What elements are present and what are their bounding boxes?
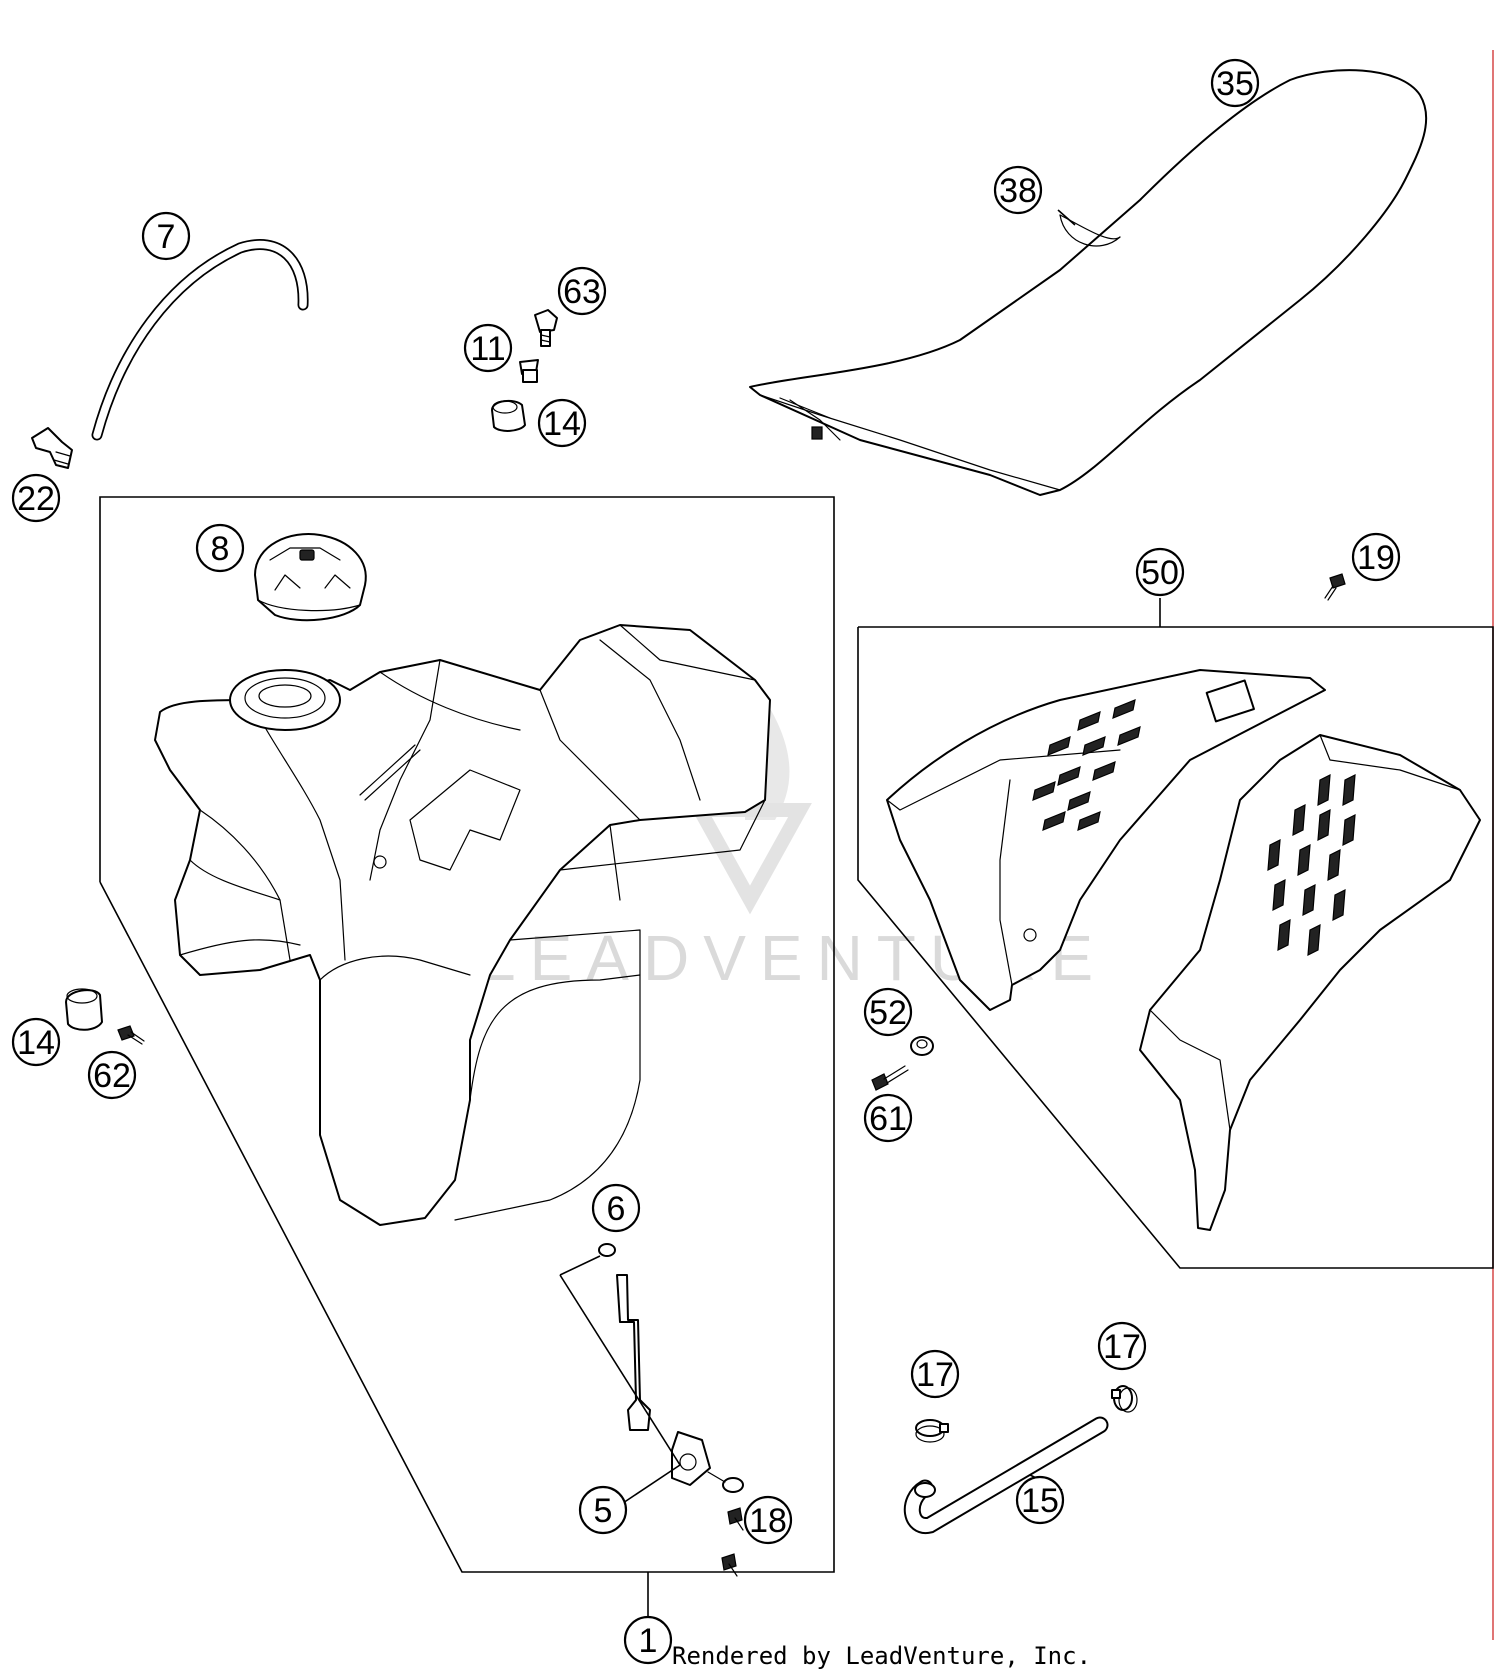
callout-61: 61 — [863, 1093, 913, 1143]
callout-label-38: 38 — [999, 172, 1037, 210]
callout-18: 18 — [743, 1495, 793, 1545]
fuel-tank-assembly-frame — [99, 496, 835, 1618]
callout-17a: 17 — [910, 1349, 960, 1399]
bolt-19 — [1324, 573, 1346, 601]
callout-label-14-left: 14 — [17, 1024, 55, 1062]
hose-clamp-17a — [915, 1419, 949, 1443]
callout-50: 50 — [1135, 547, 1185, 597]
callout-22: 22 — [11, 473, 61, 523]
bolt-63 — [534, 309, 558, 347]
callout-14-left: 14 — [11, 1017, 61, 1067]
callout-label-62: 62 — [93, 1057, 131, 1095]
rubber-bushing-14-left — [65, 988, 103, 1031]
callout-5: 5 — [578, 1485, 628, 1535]
o-ring — [598, 1243, 616, 1257]
callout-label-5: 5 — [594, 1492, 613, 1530]
callout-label-8: 8 — [211, 530, 230, 568]
callout-label-17a: 17 — [916, 1356, 954, 1394]
vents-right — [1267, 773, 1356, 957]
side-cover-left — [886, 669, 1326, 1011]
callout-label-18: 18 — [749, 1502, 787, 1540]
callout-52: 52 — [863, 987, 913, 1037]
fuel-tap — [559, 1243, 744, 1506]
callout-17b: 17 — [1097, 1321, 1147, 1371]
callout-label-63: 63 — [563, 273, 601, 311]
breather-hose — [91, 239, 309, 441]
callout-14-top: 14 — [537, 398, 587, 448]
side-cover-right — [1139, 734, 1481, 1231]
callout-7: 7 — [141, 211, 191, 261]
callout-62: 62 — [87, 1050, 137, 1100]
fuel-hose-15 — [903, 1416, 1109, 1534]
callout-label-14-top: 14 — [543, 405, 581, 443]
vents-left — [1032, 699, 1141, 831]
side-covers-frame — [857, 598, 1494, 1269]
hose-fitting-22 — [31, 427, 73, 469]
callout-1: 1 — [623, 1615, 673, 1665]
callout-6: 6 — [591, 1183, 641, 1233]
callout-63: 63 — [557, 266, 607, 316]
callout-label-50: 50 — [1141, 554, 1179, 592]
callout-label-35: 35 — [1216, 65, 1254, 103]
bolt-61 — [871, 1065, 909, 1091]
callout-label-6: 6 — [607, 1190, 626, 1228]
callout-8: 8 — [195, 523, 245, 573]
render-credit: Rendered by LeadVenture, Inc. — [672, 1642, 1092, 1670]
fuel-tank — [154, 624, 771, 1226]
callout-label-11: 11 — [470, 330, 505, 368]
callout-38: 38 — [993, 165, 1043, 215]
screws-18 — [721, 1507, 744, 1577]
washer-52 — [910, 1036, 934, 1056]
callout-label-19: 19 — [1357, 539, 1395, 577]
callout-label-61: 61 — [869, 1100, 907, 1138]
fuel-cap — [254, 533, 367, 622]
callout-15: 15 — [1015, 1475, 1065, 1525]
rubber-bushing-14-top — [491, 399, 526, 432]
seat — [749, 69, 1428, 496]
bolt-62 — [117, 1025, 145, 1045]
callout-35: 35 — [1210, 58, 1260, 108]
callout-label-15: 15 — [1021, 1482, 1059, 1520]
callout-19: 19 — [1351, 532, 1401, 582]
callout-label-22: 22 — [17, 480, 55, 518]
bushing-11 — [519, 359, 539, 383]
callout-label-17b: 17 — [1103, 1328, 1141, 1366]
callout-11: 11 — [463, 323, 513, 373]
callout-label-7: 7 — [157, 218, 176, 256]
hose-clamp-17b — [1111, 1385, 1138, 1413]
callout-label-1: 1 — [639, 1622, 658, 1660]
callout-label-52: 52 — [869, 994, 907, 1032]
